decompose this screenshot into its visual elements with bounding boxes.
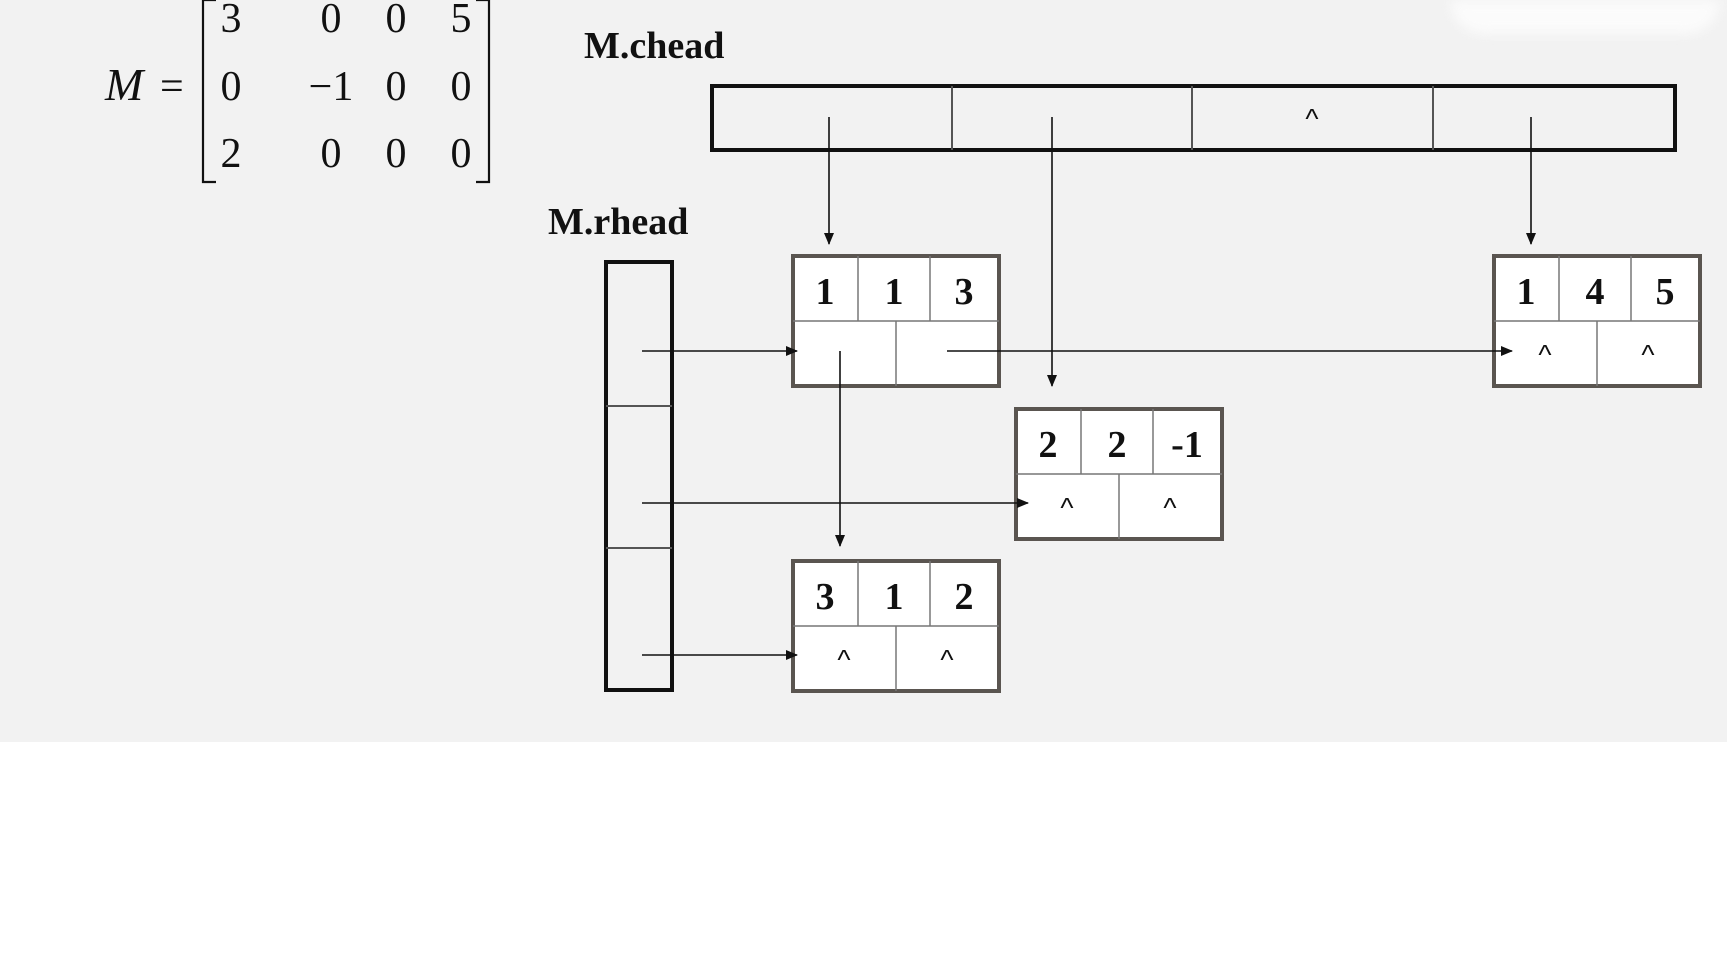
chead-bar bbox=[710, 84, 1677, 152]
rhead-bar bbox=[604, 260, 674, 692]
matrix-cell: 0 bbox=[221, 64, 242, 110]
node-col: 1 bbox=[885, 271, 904, 313]
chead-array: ^ bbox=[710, 84, 1677, 152]
node-right-ptr: ^ bbox=[940, 644, 953, 675]
node-col: 4 bbox=[1586, 271, 1605, 313]
node-value: 5 bbox=[1656, 271, 1675, 313]
node-down-ptr: ^ bbox=[837, 644, 850, 675]
node-right-ptr: ^ bbox=[1163, 492, 1176, 523]
node-row: 1 bbox=[816, 271, 835, 313]
node-col: 1 bbox=[885, 576, 904, 618]
node-1-4: 1 4 5 ^ ^ bbox=[1492, 254, 1702, 388]
node-row: 1 bbox=[1517, 271, 1536, 313]
node-group: 1 1 3 1 4 5 ^ ^ 2 2 -1 ^ bbox=[791, 254, 1702, 693]
pointer-arrows bbox=[642, 117, 1536, 660]
node-down-ptr: ^ bbox=[1538, 339, 1551, 370]
node-right-ptr: ^ bbox=[1641, 339, 1654, 370]
matrix-left-bracket bbox=[201, 0, 216, 184]
node-value: 3 bbox=[955, 271, 974, 313]
matrix-cell: 3 bbox=[221, 0, 242, 42]
matrix-cell: −1 bbox=[309, 64, 354, 110]
matrix-cell: 0 bbox=[386, 131, 407, 177]
matrix-cell: 0 bbox=[321, 131, 342, 177]
node-value: -1 bbox=[1171, 424, 1203, 466]
top-right-smudge bbox=[1450, 0, 1720, 34]
chead-label: M.chead bbox=[584, 25, 724, 67]
matrix-name: M bbox=[104, 59, 146, 110]
chead-cell-3: ^ bbox=[1305, 103, 1318, 134]
matrix-cell: 0 bbox=[321, 0, 342, 42]
node-3-1: 3 1 2 ^ ^ bbox=[791, 559, 1001, 693]
node-2-2: 2 2 -1 ^ ^ bbox=[1014, 407, 1224, 541]
matrix-cell: 0 bbox=[451, 131, 472, 177]
matrix-cell: 5 bbox=[451, 0, 472, 42]
node-row: 3 bbox=[816, 576, 835, 618]
matrix-cell: 0 bbox=[451, 64, 472, 110]
node-row: 2 bbox=[1039, 424, 1058, 466]
rhead-array bbox=[604, 260, 674, 692]
matrix-right-bracket bbox=[476, 0, 491, 184]
matrix-cell: 2 bbox=[221, 131, 242, 177]
matrix-cell: 0 bbox=[386, 64, 407, 110]
node-col: 2 bbox=[1108, 424, 1127, 466]
matrix-cell: 0 bbox=[386, 0, 407, 42]
rhead-label: M.rhead bbox=[548, 201, 688, 243]
equals-sign: = bbox=[160, 64, 184, 110]
node-1-1: 1 1 3 bbox=[791, 254, 1001, 388]
node-value: 2 bbox=[955, 576, 974, 618]
node-down-ptr: ^ bbox=[1060, 492, 1073, 523]
